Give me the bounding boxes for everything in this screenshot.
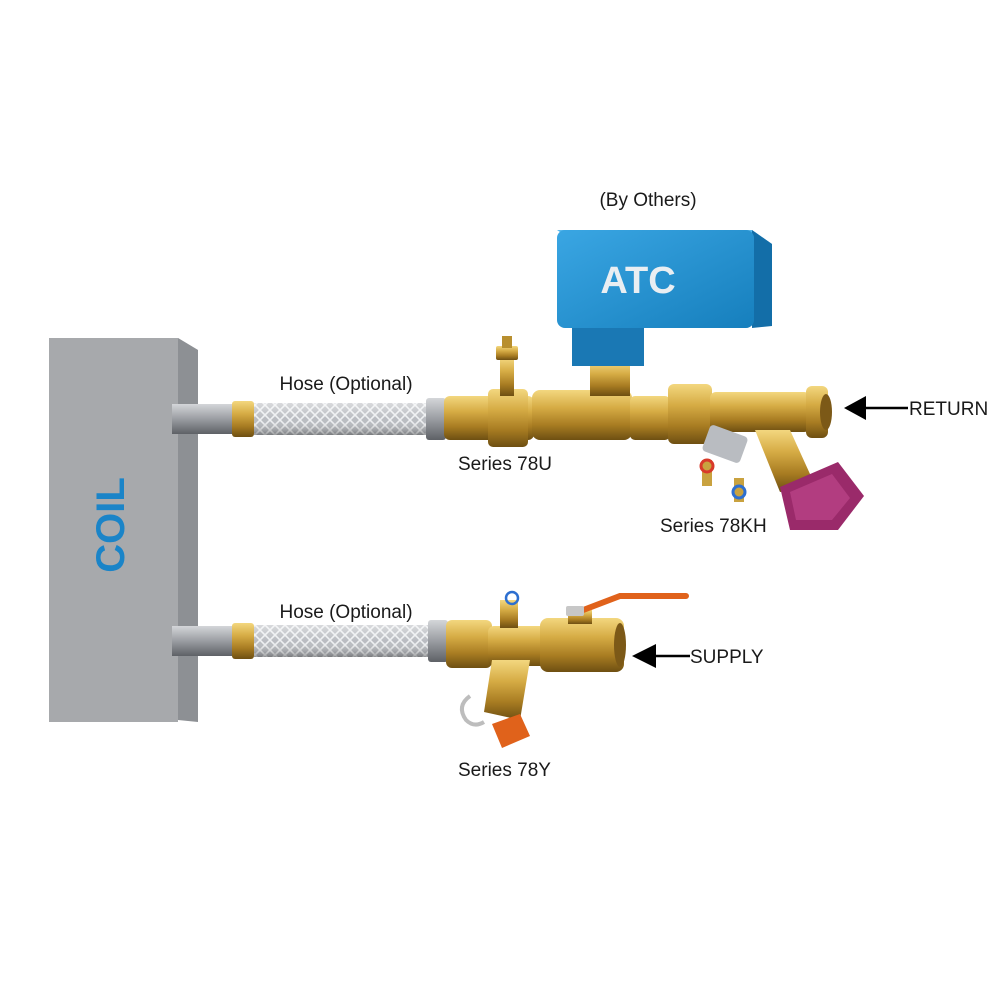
series-78kh-valve xyxy=(699,386,864,530)
test-port-blue xyxy=(734,478,744,502)
coil-return-stub xyxy=(172,404,234,434)
coil: COIL xyxy=(49,338,198,722)
hose-fitting-right-bottom xyxy=(428,620,448,662)
return-line-assembly: ATC xyxy=(172,230,908,530)
series-78u-label: Series 78U xyxy=(458,454,552,475)
hose-top-label: Hose (Optional) xyxy=(279,374,412,395)
supply-label: SUPPLY xyxy=(690,647,764,668)
hose-fitting-left-top xyxy=(232,401,254,437)
by-others-label: (By Others) xyxy=(599,190,696,211)
coil-label: COIL xyxy=(89,477,133,573)
supply-line-assembly xyxy=(172,590,690,748)
supply-arrow-icon xyxy=(632,644,690,668)
return-arrow-icon xyxy=(844,396,908,420)
series-78u-valve xyxy=(444,336,712,447)
series-78y-valve xyxy=(446,590,689,748)
atc-label: ATC xyxy=(600,260,675,302)
coil-supply-stub xyxy=(172,626,234,656)
handwheel-icon xyxy=(780,462,864,530)
hose-bottom-label: Hose (Optional) xyxy=(279,602,412,623)
drain-cap-icon xyxy=(492,714,530,748)
series-78kh-label: Series 78KH xyxy=(660,516,767,537)
hose-fitting-left-bottom xyxy=(232,623,254,659)
atc-actuator: ATC xyxy=(557,230,772,366)
series-78y-label: Series 78Y xyxy=(458,760,551,781)
ball-valve-handle-icon xyxy=(566,593,689,616)
return-label: RETURN xyxy=(909,399,988,420)
hose-fitting-right-top xyxy=(426,398,446,440)
